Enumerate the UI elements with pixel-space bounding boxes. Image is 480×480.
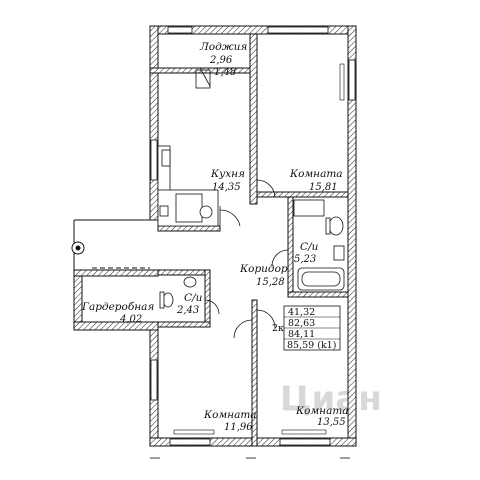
wardrobe-name: Гардеробная bbox=[81, 301, 154, 313]
kitchen-name: Кухня bbox=[210, 168, 245, 180]
bath-small-name: С/и bbox=[184, 292, 203, 304]
interior-walls bbox=[149, 33, 349, 447]
entrance-outline bbox=[73, 219, 150, 272]
summary-rooms-label: 2к bbox=[272, 323, 284, 334]
corridor-area: 15,28 bbox=[256, 277, 285, 288]
room-top-area: 15,81 bbox=[309, 182, 338, 193]
door-swings bbox=[195, 67, 289, 339]
bathroom-top-fixtures bbox=[293, 199, 345, 291]
loggia-area-b: 1,48 bbox=[214, 67, 236, 78]
room-bl-name: Комната bbox=[203, 409, 257, 421]
room-bl-area: 11,96 bbox=[224, 422, 253, 433]
summary-value-4: 85,59 (k1) bbox=[287, 340, 336, 351]
bath-top-area: 5,23 bbox=[294, 254, 316, 265]
bath-top-name: С/и bbox=[300, 241, 319, 253]
room-br-name: Комната bbox=[295, 405, 349, 417]
loggia-area-a: 2,96 bbox=[209, 55, 233, 66]
windows bbox=[150, 26, 356, 446]
summary-value-1: 41,32 bbox=[288, 307, 315, 318]
bathroom-small-fixtures bbox=[159, 276, 197, 309]
kitchen-area: 14,35 bbox=[212, 182, 241, 193]
room-br-area: 13,55 bbox=[317, 417, 346, 428]
corridor-name: Коридор bbox=[239, 263, 288, 275]
radiators bbox=[173, 63, 345, 435]
room-top-name: Комната bbox=[289, 168, 343, 180]
kitchen-fixtures bbox=[157, 145, 219, 227]
entrance-symbol bbox=[71, 241, 85, 255]
summary-value-3: 84,11 bbox=[288, 329, 315, 340]
loggia-name: Лоджия bbox=[199, 41, 247, 53]
bath-small-area: 2,43 bbox=[176, 305, 199, 316]
summary-value-2: 82,63 bbox=[288, 318, 315, 329]
area-summary-table: 2к 41,32 82,63 84,11 85,59 (k1) bbox=[272, 305, 341, 351]
wardrobe-area: 4,02 bbox=[119, 314, 142, 325]
watermark-text: Циан bbox=[280, 379, 382, 419]
